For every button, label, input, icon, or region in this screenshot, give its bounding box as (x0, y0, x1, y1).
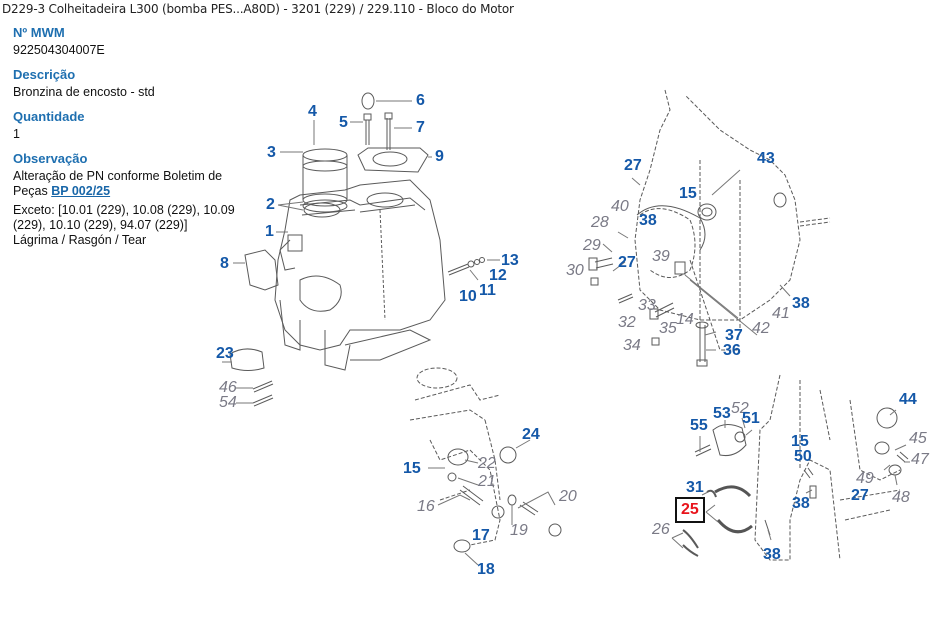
callout-part-36[interactable]: 36 (723, 342, 741, 359)
bearing-assembly-drawing (754, 374, 901, 561)
callout-part-38[interactable]: 38 (763, 546, 781, 563)
callout-part-4[interactable]: 4 (308, 103, 317, 120)
callout-part-55[interactable]: 55 (690, 417, 708, 434)
callout-part-45[interactable]: 45 (909, 430, 927, 447)
callout-part-9[interactable]: 9 (435, 148, 444, 165)
callout-part-50[interactable]: 50 (794, 448, 812, 465)
callout-part-6[interactable]: 6 (416, 92, 425, 109)
callout-part-20[interactable]: 20 (559, 488, 577, 505)
callout-part-3[interactable]: 3 (267, 144, 276, 161)
quantity-label: Quantidade (13, 109, 85, 124)
callout-part-1[interactable]: 1 (265, 223, 274, 240)
tear-text: Lágrima / Rasgón / Tear (13, 233, 147, 247)
timing-housing-drawing (634, 89, 831, 351)
callout-part-19[interactable]: 19 (510, 522, 528, 539)
callout-part-7[interactable]: 7 (416, 119, 425, 136)
callout-part-29[interactable]: 29 (583, 237, 601, 254)
observation-label: Observação (13, 151, 88, 166)
quantity-value: 1 (13, 127, 20, 141)
callout-part-27[interactable]: 27 (618, 254, 636, 271)
callout-part-47[interactable]: 47 (911, 451, 929, 468)
timing-housing-parts (588, 192, 787, 367)
callout-part-23[interactable]: 23 (216, 345, 234, 362)
callout-part-15[interactable]: 15 (791, 433, 809, 450)
description-value: Bronzina de encosto - std (13, 85, 155, 99)
callout-part-42[interactable]: 42 (752, 320, 770, 337)
callout-part-33[interactable]: 33 (638, 297, 656, 314)
callout-part-25-selected[interactable]: 25 (675, 497, 705, 523)
mwm-label: Nº MWM (13, 25, 65, 40)
callout-part-17[interactable]: 17 (472, 527, 490, 544)
part-details-panel: Nº MWM 922504304007E Descrição Bronzina … (13, 24, 258, 256)
observation-text: Alteração de PN conforme Boletim de Peça… (13, 169, 223, 198)
callout-part-21[interactable]: 21 (478, 473, 496, 490)
observation-field: Observação Alteração de PN conforme Bole… (13, 150, 258, 248)
callout-part-26[interactable]: 26 (652, 521, 670, 538)
callout-part-30[interactable]: 30 (566, 262, 584, 279)
callout-part-43[interactable]: 43 (757, 150, 775, 167)
callout-part-34[interactable]: 34 (623, 337, 641, 354)
callout-part-38[interactable]: 38 (792, 295, 810, 312)
callout-part-15[interactable]: 15 (403, 460, 421, 477)
callout-part-13[interactable]: 13 (501, 252, 519, 269)
callout-part-41[interactable]: 41 (772, 305, 790, 322)
callout-part-5[interactable]: 5 (339, 114, 348, 131)
callout-part-39[interactable]: 39 (652, 248, 670, 265)
callout-part-52[interactable]: 52 (731, 400, 749, 417)
except-text: Exceto: [10.01 (229), 10.08 (229), 10.09… (13, 203, 235, 232)
callout-part-15[interactable]: 15 (679, 185, 697, 202)
callout-part-10[interactable]: 10 (459, 288, 477, 305)
callout-part-12[interactable]: 12 (489, 267, 507, 284)
callout-part-48[interactable]: 48 (892, 489, 910, 506)
callout-part-51[interactable]: 51 (742, 410, 760, 427)
description-field: Descrição Bronzina de encosto - std (13, 66, 258, 100)
callout-part-8[interactable]: 8 (220, 255, 229, 272)
callout-part-38[interactable]: 38 (639, 212, 657, 229)
callout-part-22[interactable]: 22 (478, 455, 496, 472)
callout-part-14[interactable]: 14 (676, 311, 694, 328)
mwm-value: 922504304007E (13, 43, 105, 57)
callout-part-16[interactable]: 16 (417, 498, 435, 515)
observation-value: Alteração de PN conforme Boletim de Peça… (13, 169, 258, 199)
quantity-field: Quantidade 1 (13, 108, 258, 142)
breadcrumb: D229-3 Colheitadeira L300 (bomba PES...A… (2, 2, 514, 16)
callout-part-49[interactable]: 49 (856, 470, 874, 487)
mwm-field: Nº MWM 922504304007E (13, 24, 258, 58)
engine-block-drawing (244, 92, 485, 371)
bearing-assembly-parts (682, 407, 909, 557)
description-label: Descrição (13, 67, 76, 82)
callout-part-27[interactable]: 27 (624, 157, 642, 174)
callout-part-11[interactable]: 11 (479, 282, 496, 299)
callout-part-40[interactable]: 40 (611, 198, 629, 215)
callout-part-38[interactable]: 38 (792, 495, 810, 512)
callout-part-28[interactable]: 28 (591, 214, 609, 231)
callout-part-24[interactable]: 24 (522, 426, 540, 443)
callout-part-46[interactable]: 46 (219, 379, 237, 396)
callout-part-27[interactable]: 27 (851, 487, 869, 504)
callout-part-44[interactable]: 44 (899, 391, 917, 408)
callout-part-35[interactable]: 35 (659, 320, 677, 337)
callout-part-18[interactable]: 18 (477, 561, 495, 578)
callout-part-53[interactable]: 53 (713, 405, 731, 422)
lubrication-assembly-drawing (409, 367, 501, 546)
callout-part-54[interactable]: 54 (219, 394, 237, 411)
bulletin-link[interactable]: BP 002/25 (51, 184, 111, 198)
lubrication-assembly-parts (229, 348, 562, 553)
callout-part-32[interactable]: 32 (618, 314, 636, 331)
callout-part-37[interactable]: 37 (725, 327, 743, 344)
callout-part-31[interactable]: 31 (686, 479, 704, 496)
callout-part-2[interactable]: 2 (266, 196, 275, 213)
